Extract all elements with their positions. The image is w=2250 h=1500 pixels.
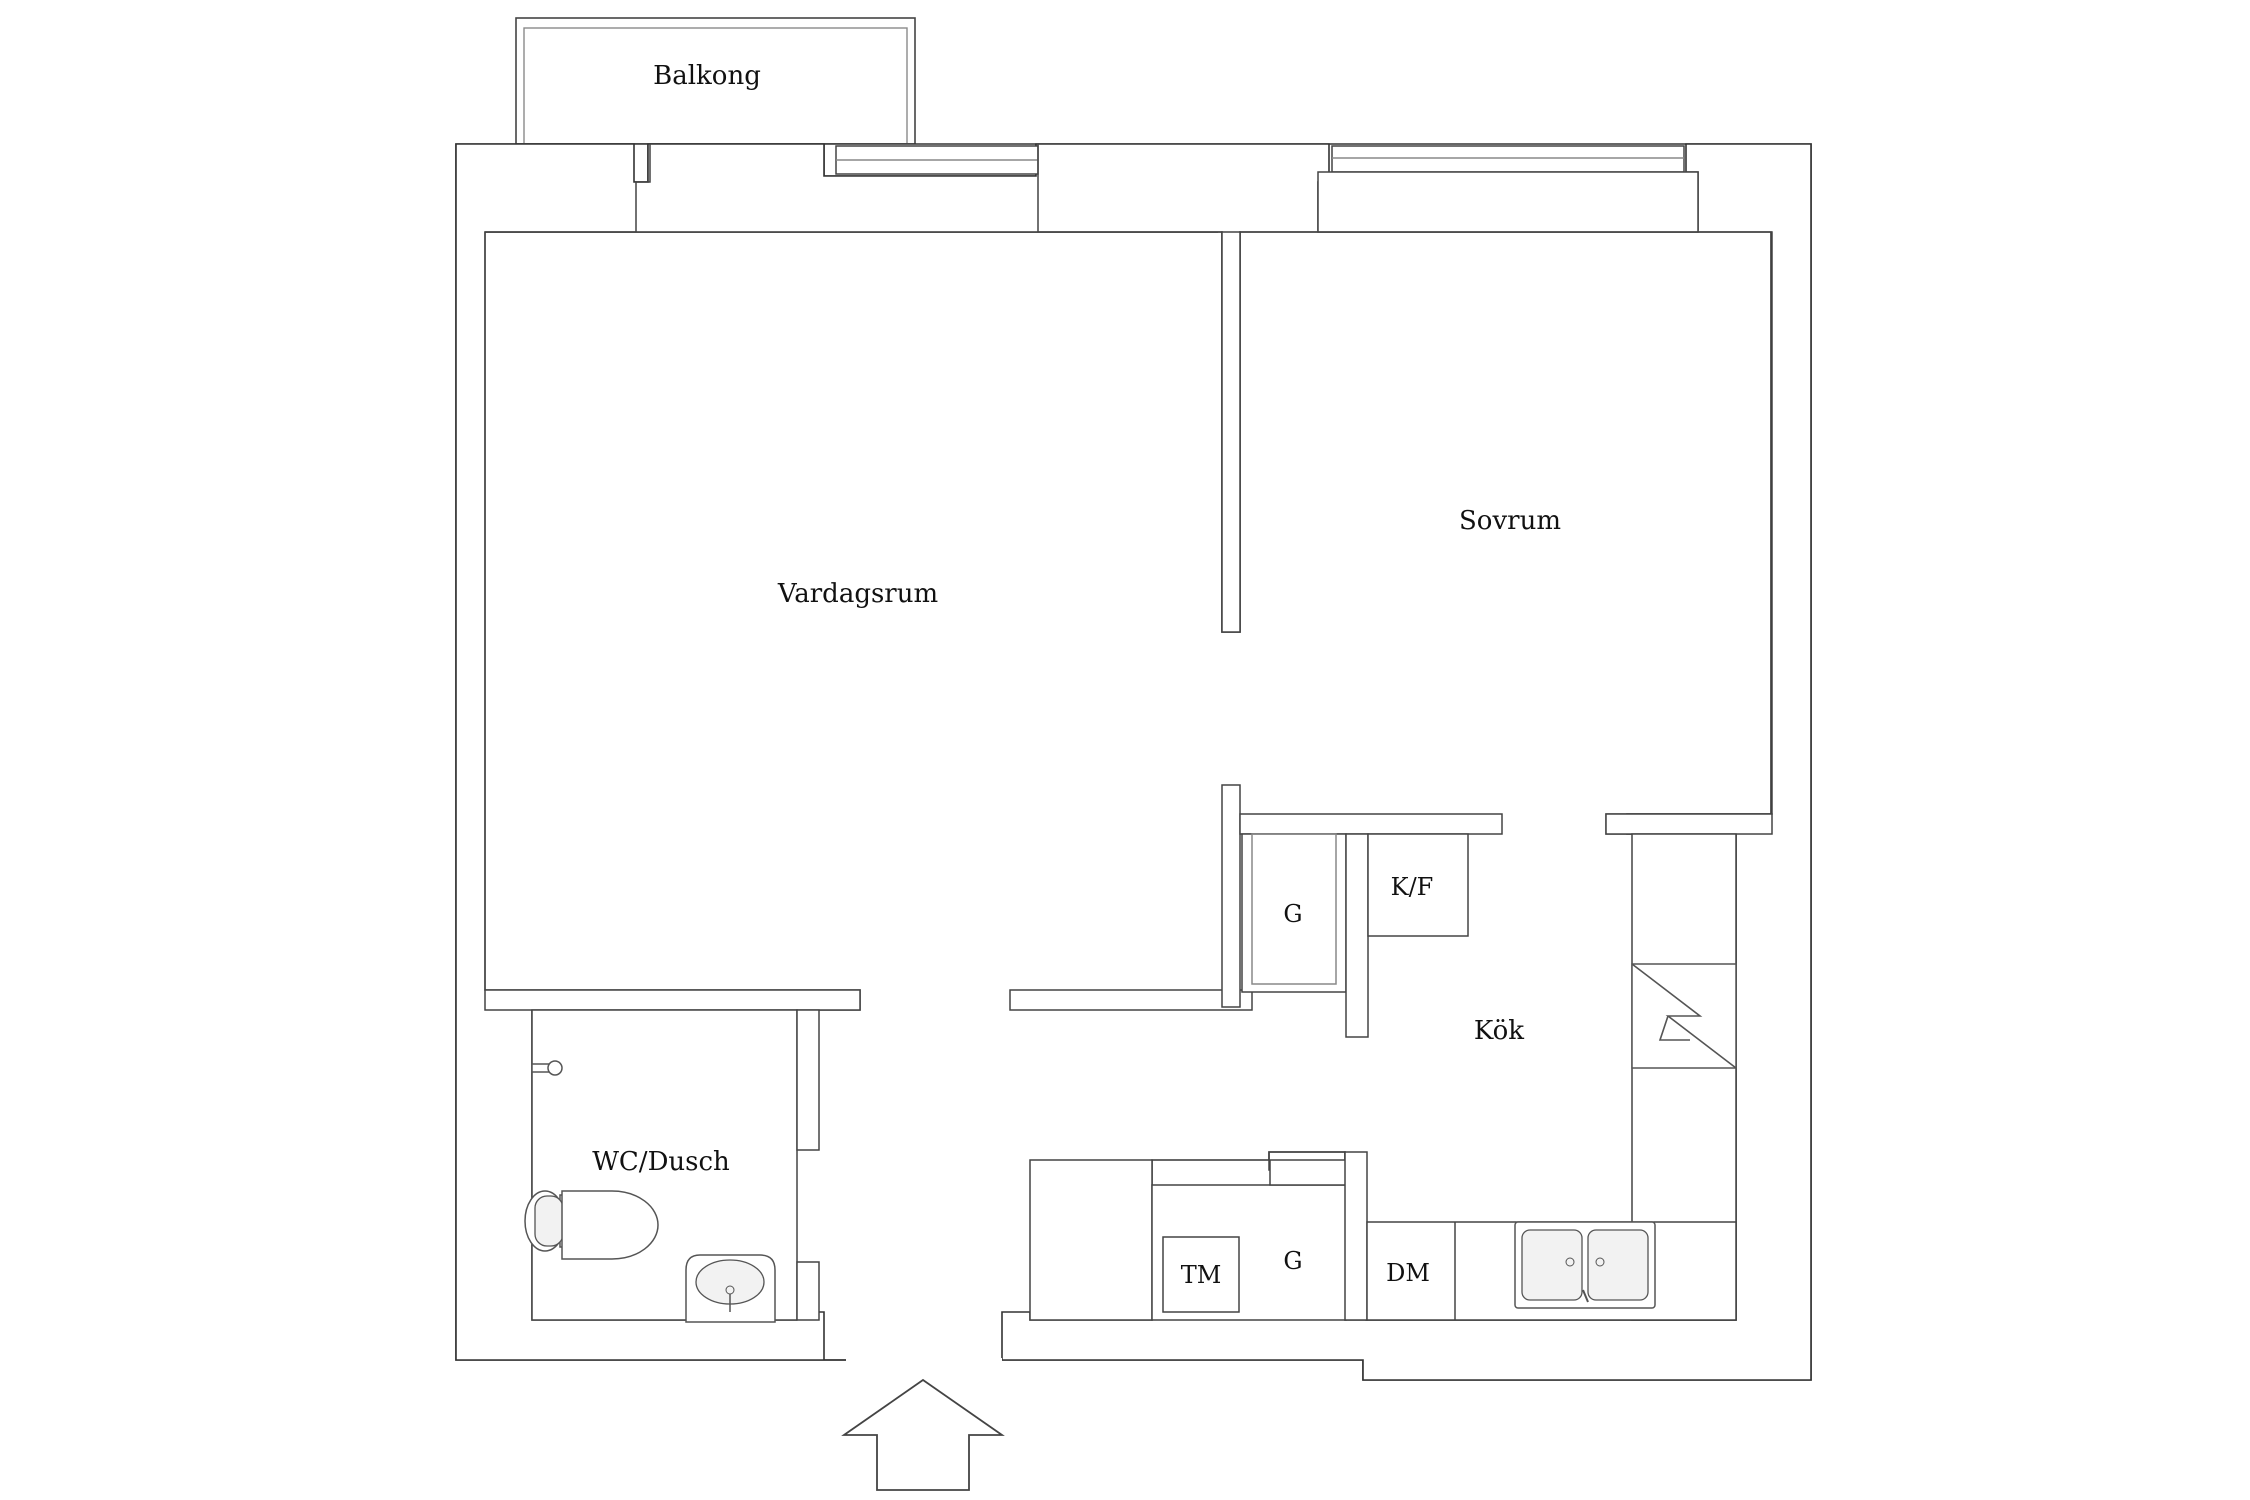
toilet-icon: [524, 1190, 659, 1260]
stove: [1631, 963, 1737, 1069]
balcony-label: Balkong: [653, 61, 761, 91]
wardrobe-upper-label: G: [1283, 900, 1302, 928]
bathroom-label: WC/Dusch: [592, 1147, 730, 1177]
washbasin-icon: [685, 1254, 776, 1323]
dishwasher-label: DM: [1386, 1259, 1430, 1287]
washing-machine-box: [1162, 1236, 1240, 1313]
living-room-label: Vardagsrum: [777, 579, 938, 609]
kitchen-sink-icon: [1514, 1221, 1656, 1309]
bedroom-label: Sovrum: [1459, 506, 1561, 536]
washing-machine-label: TM: [1181, 1261, 1222, 1289]
balcony: [515, 17, 916, 145]
fridge-freezer-label: K/F: [1391, 873, 1434, 901]
shower-head-icon: [531, 1060, 563, 1076]
wardrobe-lower-label: G: [1283, 1247, 1302, 1275]
kitchen-label: Kök: [1474, 1016, 1524, 1046]
entrance-arrow-icon: [841, 1378, 1005, 1491]
